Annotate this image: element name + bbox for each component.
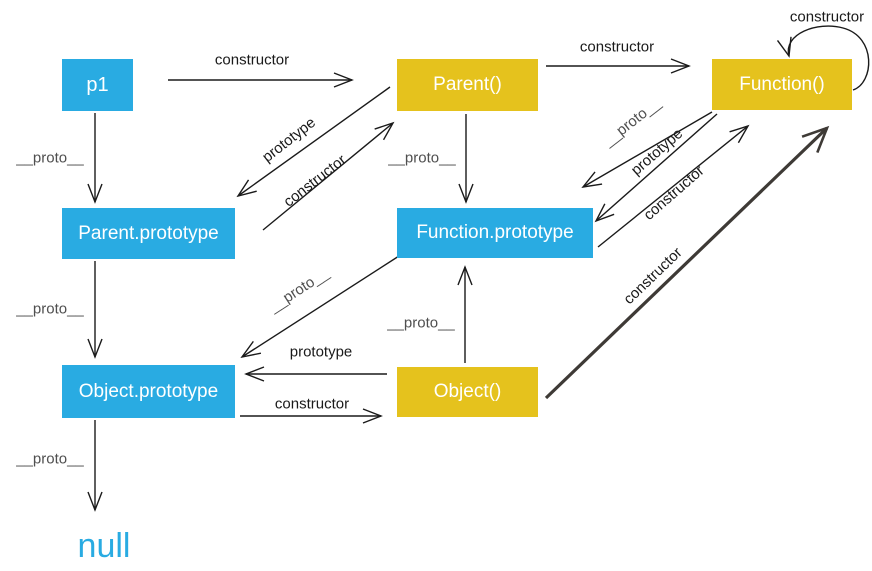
label-parent-proto: __proto__ xyxy=(388,149,456,167)
node-null: null xyxy=(77,527,131,565)
label-object-proto: __proto__ xyxy=(387,314,455,332)
node-function-prototype: Function.prototype xyxy=(397,208,593,258)
label-object-prototype-edge: prototype xyxy=(289,343,353,361)
node-object-prototype: Object.prototype xyxy=(62,365,235,418)
edge-function-to-function-prototype-prototype-arrow xyxy=(594,113,718,223)
label-p1-proto: __proto__ xyxy=(16,149,84,167)
label-objectproto-constructor: constructor xyxy=(274,395,350,413)
edge-object-to-function-constructor-arrow xyxy=(544,125,830,400)
node-function-function: Function() xyxy=(712,59,852,110)
edge-parent-prototype-to-parent-arrow xyxy=(262,121,395,231)
label-parent-constructor: constructor xyxy=(579,38,655,56)
edge-function-prototype-to-function-arrow xyxy=(597,124,750,248)
edge-function-prototype-to-object-prototype-arrow xyxy=(240,255,400,359)
node-parent-function: Parent() xyxy=(397,59,538,111)
label-parentproto-proto: __proto__ xyxy=(16,300,84,318)
node-object-function: Object() xyxy=(397,367,538,417)
label-function-selfloop-constructor: constructor xyxy=(789,8,865,26)
edge-parent-to-parent-prototype-arrow xyxy=(236,86,391,198)
label-p1-constructor: constructor xyxy=(214,51,290,69)
node-parent-prototype: Parent.prototype xyxy=(62,208,235,259)
edge-function-to-function-prototype-proto-arrow xyxy=(581,111,713,188)
label-objectproto-proto: __proto__ xyxy=(16,450,84,468)
edge-function-self-loop-arrow xyxy=(776,25,870,91)
node-p1: p1 xyxy=(62,59,133,111)
